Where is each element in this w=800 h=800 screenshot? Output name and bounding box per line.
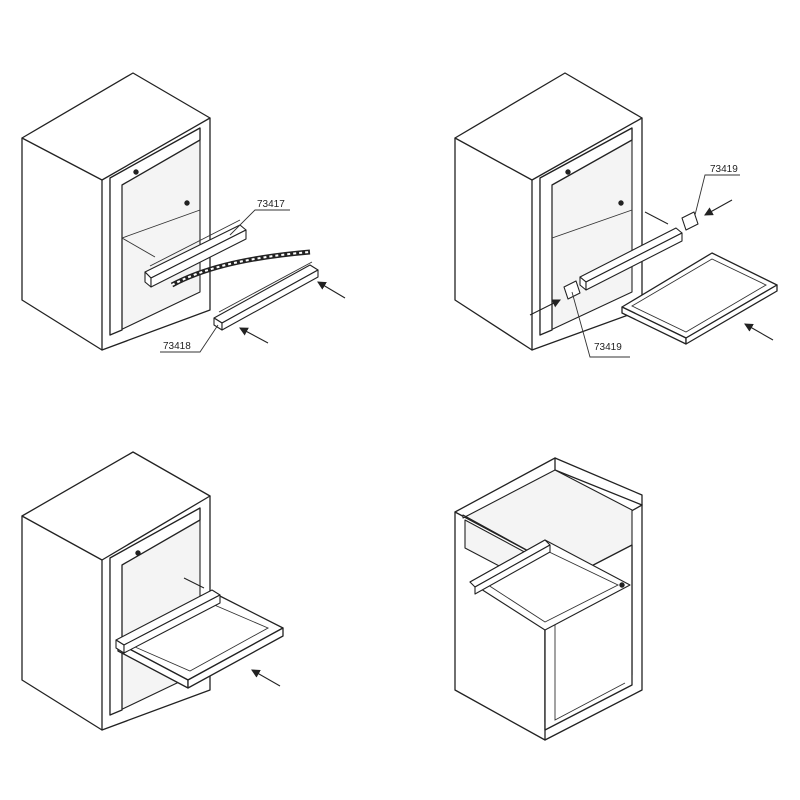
part-label-73419-top: 73419 — [710, 164, 738, 175]
part-label-73418: 73418 — [163, 341, 191, 352]
end-cap-73419-left — [563, 280, 581, 300]
cabinet-2 — [454, 72, 643, 351]
rail-73417 — [144, 219, 247, 288]
arrow-icon — [704, 199, 733, 216]
arrow-icon — [317, 281, 346, 299]
end-cap-73419-right — [644, 211, 699, 231]
step-3-panel — [21, 451, 284, 731]
part-label-73419-bottom: 73419 — [594, 342, 622, 353]
shelf-installed — [469, 539, 631, 631]
glass-tray — [621, 252, 778, 345]
screw-icon — [565, 169, 571, 175]
step-1-panel: 73417 73418 — [21, 72, 346, 353]
cabinet-1 — [21, 72, 211, 351]
screw-icon — [618, 200, 624, 206]
rail-installed — [579, 227, 683, 291]
step-2-panel: 73419 73419 — [454, 72, 778, 358]
arrow-icon — [744, 323, 774, 341]
arrow-icon — [251, 669, 281, 687]
screw-icon — [184, 200, 190, 206]
arrow-icon — [529, 299, 561, 316]
arrow-icon — [239, 327, 269, 344]
cabinet-3 — [21, 451, 211, 731]
screw-icon — [133, 169, 139, 175]
screw-icon — [135, 550, 141, 556]
tray-sliding — [117, 591, 284, 689]
part-label-73417: 73417 — [257, 199, 285, 210]
rail-73418 — [213, 261, 319, 331]
step-4-panel — [454, 457, 643, 741]
screw-icon — [619, 582, 625, 588]
rail-on-tray — [115, 589, 221, 654]
